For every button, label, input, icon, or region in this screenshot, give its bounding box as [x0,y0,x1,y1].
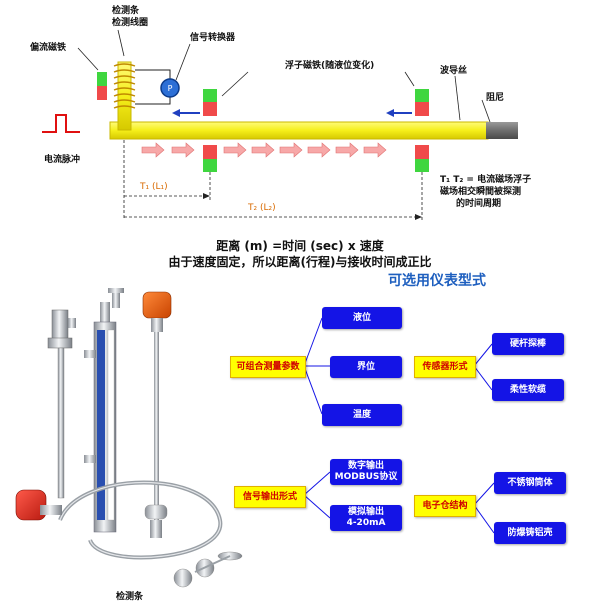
signal-converter-icon [160,78,180,98]
flux-arrow-left [172,109,200,117]
bias-magnet [97,72,107,100]
interface-box: 界位 [330,356,402,378]
signal-output-box: 信号输出形式 [234,486,306,508]
digital-output-line2: MODBUS协议 [334,472,398,482]
digital-output-line1: 数字输出 [347,461,384,471]
analog-output-line2: 4-20mA [346,518,386,528]
options-title: 可选用仪表型式 [388,273,486,289]
measure-params-box: 可组合测量参数 [230,356,306,378]
temperature-box: 温度 [322,404,402,426]
liquid-level-box: 液位 [322,307,402,329]
float-magnet-bottom [415,145,429,172]
float-magnet-label: 浮子磁铁(随液位变化) [285,61,375,71]
option-tree-lines [303,317,495,534]
pulse-arrows [141,142,387,158]
signal-converter-label: 信号转换器 [190,33,236,43]
electronic-housing-box: 电子仓结构 [414,495,476,517]
bias-magnet-label: 偏流磁铁 [30,43,67,53]
detect-coil [113,63,136,109]
current-pulse-label: 电流脉冲 [44,155,81,165]
analog-output-box: 模拟输出 4-20mA [330,505,402,531]
svg-text:P: P [168,84,173,93]
converter-magnet [203,89,217,116]
waveguide-label: 波导丝 [440,66,468,76]
explosion-proof-box: 防爆铸铝壳 [494,522,566,544]
photo-bottom-caption: 检测条 [116,592,144,602]
timing-note-line1: T₁ T₂ = 电流磁场浮子 [440,175,532,185]
t2-label: T₂ (L₂) [248,203,276,213]
formula-line1: 距离 (m) =时间 (sec) x 速度 [216,239,384,253]
rigid-probe-box: 硬杆探棒 [492,333,564,355]
flexible-cable-box: 柔性软缆 [492,379,564,401]
stainless-tube-box: 不锈钢筒体 [494,472,566,494]
detect-strip [117,61,132,131]
damper [486,122,518,139]
float-magnet-top [415,89,429,116]
current-pulse-icon [42,114,80,133]
damper-label: 阻尼 [486,93,505,103]
analog-output-line1: 模拟输出 [347,507,384,517]
digital-output-box: 数字输出 MODBUS协议 [330,459,402,485]
t1-label: T₁ (L₁) [140,182,168,192]
flux-arrow-right [386,109,412,117]
waveguide-tube [109,121,489,140]
detect-strip-label: 检测条 [112,6,140,16]
sensor-form-box: 传感器形式 [414,356,476,378]
formula-line2: 由于速度固定，所以距离(行程)与接收时间成正比 [168,255,432,269]
product-photo [15,288,243,588]
detect-coil-label: 检测线圈 [112,18,149,28]
timing-note-line3: 的时间周期 [456,199,502,209]
timing-note-line2: 磁场相交瞬間被探测 [440,187,522,197]
float-magnet-left [203,145,217,172]
